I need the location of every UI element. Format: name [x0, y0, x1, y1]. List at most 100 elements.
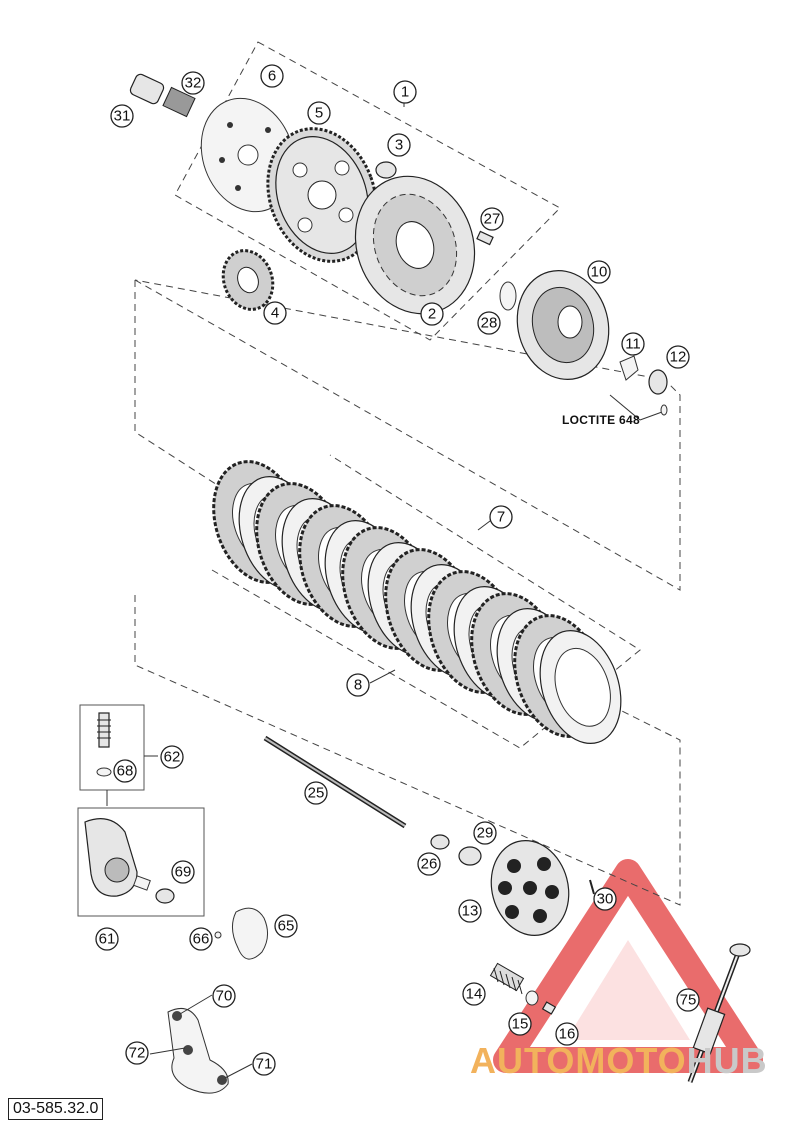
thrust-washer — [499, 281, 517, 311]
svg-text:72: 72 — [129, 1045, 146, 1062]
svg-text:11: 11 — [625, 336, 641, 353]
kit-box-62 — [79, 704, 145, 791]
clutch-basket — [354, 175, 476, 315]
gasket — [232, 907, 268, 960]
svg-text:2: 2 — [428, 306, 436, 323]
svg-text:16: 16 — [559, 1026, 576, 1043]
nut-thread-marker — [660, 404, 668, 416]
callout-11: 11 — [621, 332, 645, 356]
callout-71: 71 — [252, 1052, 276, 1076]
slave-cylinder-piston — [155, 888, 175, 904]
callout-72: 72 — [125, 1041, 149, 1065]
svg-text:32: 32 — [185, 75, 202, 92]
callout-62: 62 — [160, 745, 184, 769]
callout-69: 69 — [171, 860, 195, 884]
drawing-code: 03-585.32.0 — [8, 1098, 104, 1120]
callout-26: 26 — [417, 852, 441, 876]
callout-29: 29 — [473, 821, 497, 845]
callout-1: 1 — [393, 80, 417, 104]
callout-25: 25 — [304, 781, 328, 805]
callout-75: 75 — [676, 988, 700, 1012]
svg-text:75: 75 — [680, 992, 697, 1009]
callout-16: 16 — [555, 1022, 579, 1046]
cable-adjuster — [687, 943, 751, 1083]
pressure-plate — [490, 840, 570, 936]
svg-text:27: 27 — [484, 211, 501, 228]
callout-14: 14 — [462, 982, 486, 1006]
svg-text:26: 26 — [421, 856, 438, 873]
callout-70: 70 — [212, 984, 236, 1008]
svg-text:30: 30 — [597, 891, 614, 908]
pin — [476, 230, 494, 246]
callout-3: 3 — [387, 133, 411, 157]
callout-6: 6 — [260, 64, 284, 88]
inner-clutch-hub — [516, 270, 610, 380]
kit-box-61 — [77, 807, 205, 917]
callout-leaders — [106, 92, 641, 806]
watermark-text-part2: HUB — [686, 1040, 768, 1081]
callout-31: 31 — [110, 104, 134, 128]
svg-text:13: 13 — [462, 903, 479, 920]
callout-12: 12 — [666, 345, 690, 369]
callout-10: 10 — [587, 260, 611, 284]
callout-7: 7 — [489, 505, 513, 529]
svg-text:31: 31 — [114, 108, 131, 125]
svg-text:29: 29 — [477, 825, 494, 842]
callout-13: 13 — [458, 899, 482, 923]
watermark-text: AUTOMOTOHUB — [470, 1040, 768, 1082]
svg-text:15: 15 — [512, 1016, 529, 1033]
svg-text:6: 6 — [268, 68, 276, 85]
primary-gear — [266, 127, 378, 263]
small-pin — [589, 879, 595, 895]
loctite-leader — [639, 411, 663, 421]
callout-2: 2 — [420, 302, 444, 326]
svg-text:69: 69 — [175, 864, 192, 881]
svg-text:71: 71 — [256, 1056, 273, 1073]
bushing — [375, 161, 397, 179]
bleed-screw — [97, 712, 111, 748]
needle-bearing-sleeve — [129, 73, 165, 105]
svg-text:4: 4 — [271, 305, 279, 322]
svg-text:3: 3 — [395, 137, 403, 154]
watermark-text-part1: AUTOMOTO — [470, 1040, 687, 1081]
callout-27: 27 — [480, 207, 504, 231]
svg-text:62: 62 — [164, 749, 181, 766]
callout-65: 65 — [274, 914, 298, 938]
lock-washer — [619, 355, 639, 381]
svg-text:66: 66 — [193, 931, 210, 948]
svg-text:14: 14 — [466, 986, 483, 1003]
callout-28: 28 — [477, 311, 501, 335]
clutch-spring — [489, 962, 525, 995]
loctite-note: LOCTITE 648 — [562, 413, 640, 427]
svg-text:70: 70 — [216, 988, 233, 1005]
assembly-outline-upper-left — [134, 280, 226, 491]
spring-washer — [525, 990, 539, 1006]
callout-32: 32 — [181, 71, 205, 95]
svg-text:28: 28 — [481, 315, 498, 332]
assembly-outline-upper-guide — [134, 279, 681, 591]
spring-screw — [541, 1001, 557, 1015]
small-gear — [221, 249, 275, 311]
callout-4: 4 — [263, 301, 287, 325]
slave-cylinder — [84, 818, 151, 897]
svg-text:65: 65 — [278, 918, 295, 935]
svg-text:1: 1 — [401, 84, 409, 101]
hub-nut — [648, 369, 668, 395]
callout-30: 30 — [593, 887, 617, 911]
svg-text:12: 12 — [670, 349, 687, 366]
callout-15: 15 — [508, 1012, 532, 1036]
callout-68: 68 — [113, 759, 137, 783]
svg-text:61: 61 — [99, 931, 116, 948]
pressure-bearing — [458, 846, 482, 866]
assembly-outline-lower-guide — [134, 595, 681, 906]
dowel-pin — [214, 931, 222, 939]
callout-8: 8 — [346, 673, 370, 697]
svg-text:7: 7 — [497, 509, 505, 526]
callout-66: 66 — [189, 927, 213, 951]
svg-text:8: 8 — [354, 677, 362, 694]
needle-bearing — [162, 86, 196, 118]
cable-bracket — [167, 1007, 229, 1094]
svg-text:5: 5 — [315, 105, 323, 122]
callout-5: 5 — [307, 101, 331, 125]
svg-text:68: 68 — [117, 763, 134, 780]
